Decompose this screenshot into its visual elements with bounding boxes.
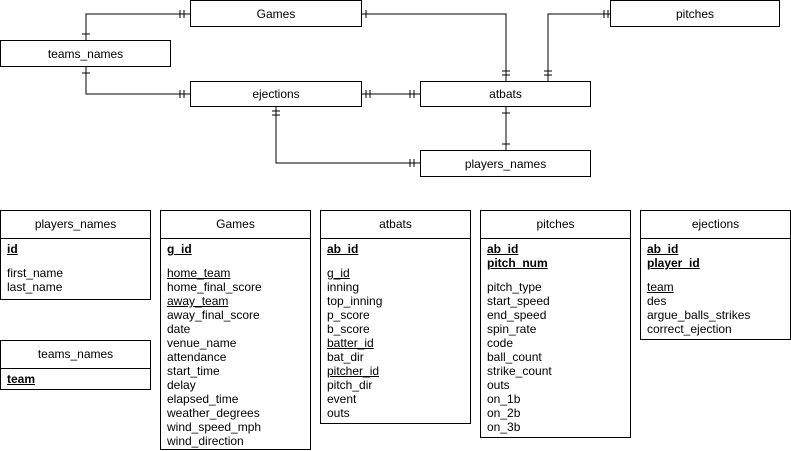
field: strike_count	[487, 364, 552, 378]
marker-teams-games-b	[179, 10, 185, 18]
table-title: atbats	[321, 211, 470, 239]
entity-pitches-label: pitches	[675, 6, 715, 21]
foreign-key-field: home_team	[167, 266, 231, 280]
key-fields: ab_id	[327, 242, 464, 256]
field: wind_speed_mph	[167, 420, 262, 434]
primary-key-field: ab_id	[487, 242, 519, 256]
entity-players-names-label: players_names	[464, 156, 547, 171]
field: code	[487, 336, 514, 350]
field: pitch_type	[487, 280, 542, 294]
entity-teams-names-label: teams_names	[47, 46, 124, 61]
key-fields: team	[7, 372, 144, 386]
marker-ejections-atbats-a	[365, 90, 371, 98]
marker-teams-ejections-b	[179, 90, 185, 98]
primary-key-field: player_id	[647, 256, 700, 270]
entity-pitches[interactable]: pitches	[610, 0, 780, 27]
rel-teams-ejections	[85, 67, 190, 95]
field: b_score	[327, 322, 370, 336]
entity-games[interactable]: Games	[190, 0, 362, 27]
field: argue_balls_strikes	[647, 308, 751, 322]
entity-ejections-label: ejections	[252, 87, 300, 101]
foreign-key-field: batter_id	[327, 336, 374, 350]
key-fields: g_id	[167, 242, 304, 256]
field: outs	[487, 378, 510, 392]
field: top_inning	[327, 294, 383, 308]
marker-ejections-players-b	[409, 159, 415, 167]
table-title: teams_names	[1, 341, 150, 369]
field: bat_dir	[327, 350, 364, 364]
field: start_speed	[487, 294, 550, 308]
marker-ejections-players-a	[272, 110, 280, 116]
field: start_time	[167, 364, 220, 378]
foreign-key-field: pitcher_id	[327, 364, 380, 378]
field: des	[647, 294, 667, 308]
marker-pitches-atbats-b	[544, 70, 552, 76]
field: on_2b	[487, 406, 521, 420]
field: last_name	[7, 280, 63, 294]
marker-games-atbats-b	[502, 70, 510, 76]
entity-atbats-label: atbats	[489, 87, 522, 101]
primary-key-field: g_id	[167, 242, 192, 256]
field: p_score	[327, 308, 370, 322]
field: first_name	[7, 266, 64, 280]
field: date	[167, 322, 191, 336]
entity-ejections[interactable]: ejections	[190, 81, 362, 107]
field: inning	[327, 280, 360, 294]
marker-pitches-atbats-a	[603, 10, 609, 18]
rel-pitches-atbats	[547, 13, 610, 81]
entity-players-names[interactable]: players_names	[420, 150, 591, 177]
marker-ejections-atbats-b	[409, 90, 415, 98]
rel-games-atbats	[362, 13, 507, 81]
field: delay	[167, 378, 196, 392]
table-title: ejections	[641, 211, 790, 239]
table-teams-names: teams_names team	[0, 340, 151, 390]
primary-key-field: ab_id	[327, 242, 359, 256]
key-fields: id	[7, 242, 144, 256]
foreign-key-field: g_id	[327, 266, 350, 280]
field: ball_count	[487, 350, 542, 364]
entity-games-label: Games	[256, 6, 296, 21]
foreign-key-field: away_team	[167, 294, 229, 308]
foreign-key-field: team	[647, 280, 674, 294]
field: wind_direction	[167, 434, 244, 448]
entity-atbats[interactable]: atbats	[420, 81, 591, 107]
field: on_3b	[487, 420, 521, 434]
field: home_final_score	[167, 280, 262, 294]
field: event	[327, 392, 357, 406]
rel-teams-games	[85, 13, 190, 40]
table-title: pitches	[481, 211, 630, 239]
field: on_1b	[487, 392, 521, 406]
field: correct_ejection	[647, 322, 732, 336]
field: elapsed_time	[167, 392, 239, 406]
field: end_speed	[487, 308, 547, 322]
primary-key-field: id	[7, 242, 18, 256]
table-title: players_names	[1, 211, 150, 239]
field: venue_name	[167, 336, 237, 350]
rel-ejections-players	[275, 107, 420, 164]
field: outs	[327, 406, 350, 420]
primary-key-field: pitch_num	[487, 256, 548, 270]
field: away_final_score	[167, 308, 260, 322]
field: pitch_dir	[327, 378, 373, 392]
field: spin_rate	[487, 322, 537, 336]
table-title: Games	[161, 211, 310, 239]
field: attendance	[167, 350, 227, 364]
entity-teams-names[interactable]: teams_names	[0, 40, 171, 67]
field: weather_degrees	[167, 406, 260, 420]
primary-key-field: ab_id	[647, 242, 679, 256]
primary-key-field: team	[7, 372, 36, 386]
